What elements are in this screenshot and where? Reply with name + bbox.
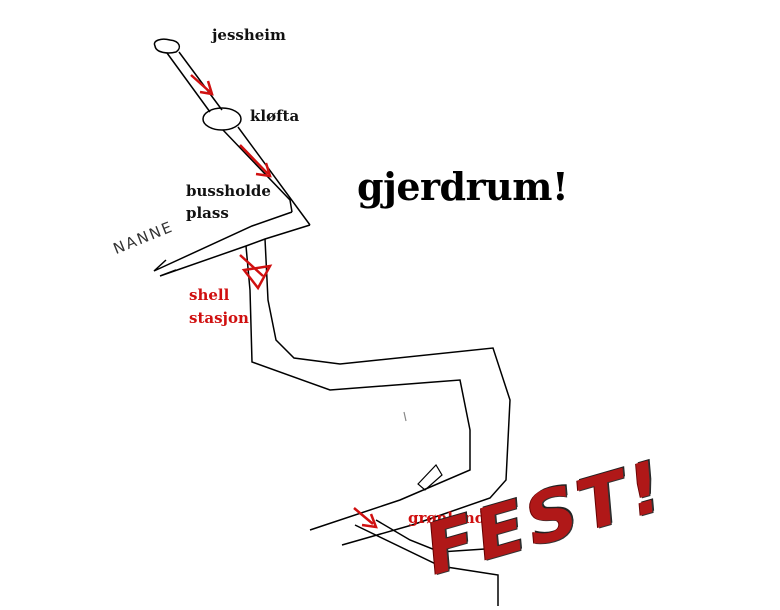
- road-grey-mark: [403, 411, 407, 422]
- road-small-spur: [417, 464, 443, 491]
- arrow-4: [353, 507, 378, 529]
- label-bus-stop-line1: bussholde: [186, 182, 271, 200]
- arrow-3: [239, 254, 273, 291]
- arrow-1: [190, 74, 214, 96]
- jessheim-node: [153, 38, 181, 54]
- road-jessheim-klofta: [166, 51, 223, 113]
- label-shell-line1: shell: [189, 286, 230, 304]
- road-klofta-junction: [222, 126, 311, 226]
- arrow-2: [239, 144, 272, 178]
- klofta-roundabout: [202, 107, 242, 131]
- map-title: gjerdrum!: [357, 164, 569, 209]
- road-nanne-branch: [153, 211, 311, 277]
- label-bus-stop-line2: plass: [186, 204, 229, 222]
- road-main-south: [245, 238, 511, 546]
- label-jessheim: jessheim: [212, 26, 286, 44]
- label-gronlund: grønlund: [408, 509, 486, 527]
- label-shell-line2: stasjon: [189, 309, 249, 327]
- direction-arrows: [190, 74, 378, 529]
- road-gronlund: [354, 519, 501, 606]
- label-klofta: kløfta: [250, 107, 300, 125]
